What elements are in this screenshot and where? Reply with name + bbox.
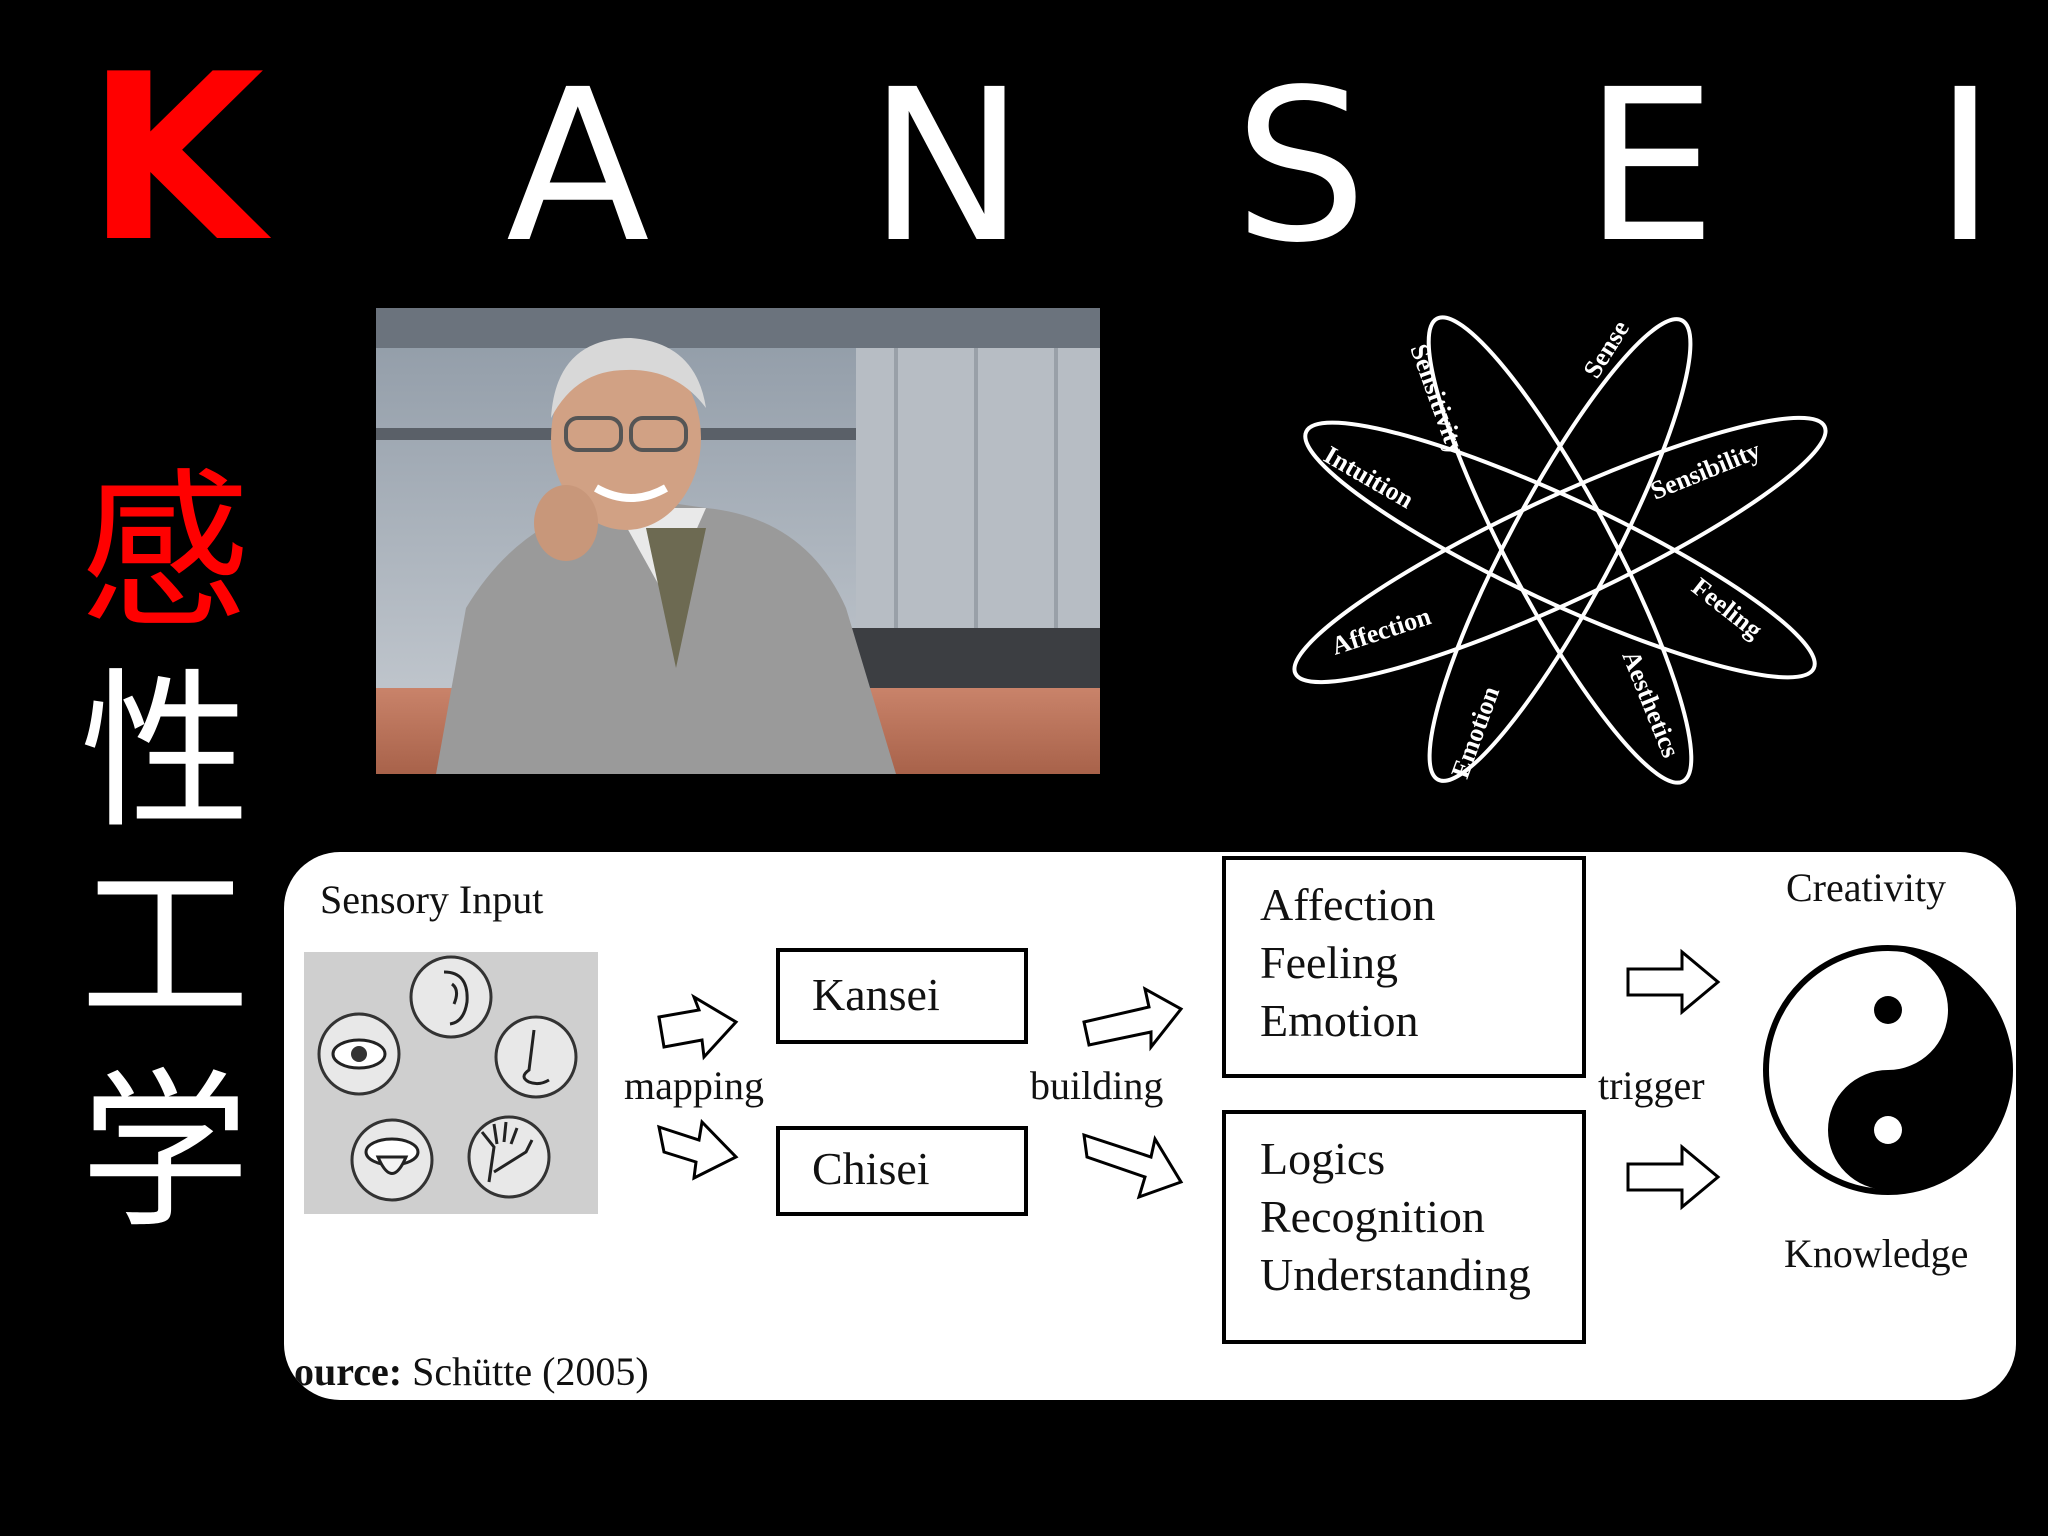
kanji-kou: 工 xyxy=(80,848,251,1046)
petal-ellipse xyxy=(1303,420,1817,680)
source-label: ource: xyxy=(294,1349,403,1394)
logic-box: Logics Recognition Understanding xyxy=(1222,1110,1586,1344)
arrow-to-knowledge xyxy=(1626,1143,1721,1211)
title-letter-a: A xyxy=(506,44,650,289)
kansei-box: Kansei xyxy=(776,948,1028,1044)
ear-icon xyxy=(443,970,469,1026)
affect-line-feeling: Feeling xyxy=(1260,937,1398,988)
arrow-to-chisei xyxy=(657,1118,739,1181)
kansei-model-panel: Sensory Input mapping Kansei Chisei xyxy=(284,852,2016,1400)
nose-icon xyxy=(522,1029,550,1086)
title-letter-s: S xyxy=(1234,44,1368,289)
tongue-icon xyxy=(364,1137,420,1175)
petal-ellipse xyxy=(1292,415,1828,685)
affect-box: Affection Feeling Emotion xyxy=(1222,856,1586,1078)
chisei-label: Chisei xyxy=(812,1143,930,1194)
petal-affection: Affection xyxy=(1328,601,1435,660)
knowledge-label: Knowledge xyxy=(1784,1231,1969,1276)
logic-line-understanding: Understanding xyxy=(1260,1249,1531,1300)
trigger-label: trigger xyxy=(1598,1063,1705,1108)
kanji-gaku: 学 xyxy=(80,1054,251,1252)
creativity-label: Creativity xyxy=(1786,865,1946,910)
arrow-to-logic xyxy=(1082,1132,1184,1200)
yin-yang-icon xyxy=(1763,945,2013,1195)
kanji-sei: 性 xyxy=(80,654,251,852)
title-letter-k: K xyxy=(86,26,265,293)
source-text: Schütte (2005) xyxy=(412,1349,649,1394)
portrait-photo xyxy=(376,308,1100,774)
petal-ellipse xyxy=(1427,317,1693,783)
title-letter-i: I xyxy=(1934,44,1996,289)
petal-sense: Sense xyxy=(1577,315,1635,383)
sensory-input-image xyxy=(304,952,598,1214)
title-letter-e: E xyxy=(1584,44,1717,289)
eye-icon xyxy=(331,1038,387,1070)
petal-emotion: Emotion xyxy=(1445,682,1505,782)
logic-line-recognition: Recognition xyxy=(1260,1191,1485,1242)
affect-line-emotion: Emotion xyxy=(1260,995,1419,1046)
chisei-box: Chisei xyxy=(776,1126,1028,1216)
title-letter-n: N xyxy=(868,44,1026,289)
affect-line-affection: Affection xyxy=(1260,879,1436,930)
logic-line-logics: Logics xyxy=(1260,1133,1386,1184)
mapping-label: mapping xyxy=(624,1063,764,1108)
arrow-to-kansei xyxy=(657,993,739,1061)
petal-sensitivity: Sensitivity xyxy=(1404,340,1471,459)
hand-icon xyxy=(480,1121,534,1183)
kansei-label: Kansei xyxy=(812,969,940,1020)
petal-ellipse xyxy=(1426,315,1694,785)
source-citation: ource: Schütte (2005) xyxy=(294,1348,649,1395)
kansei-flower-diagram: Sensitivity Sense Sensibility Feeling Ae… xyxy=(1260,260,1860,840)
arrow-to-affect xyxy=(1082,986,1184,1052)
arrow-to-creativity xyxy=(1626,948,1721,1016)
sensory-input-label: Sensory Input xyxy=(320,877,544,922)
building-label: building xyxy=(1030,1063,1164,1108)
kanji-kan: 感 xyxy=(80,454,251,652)
